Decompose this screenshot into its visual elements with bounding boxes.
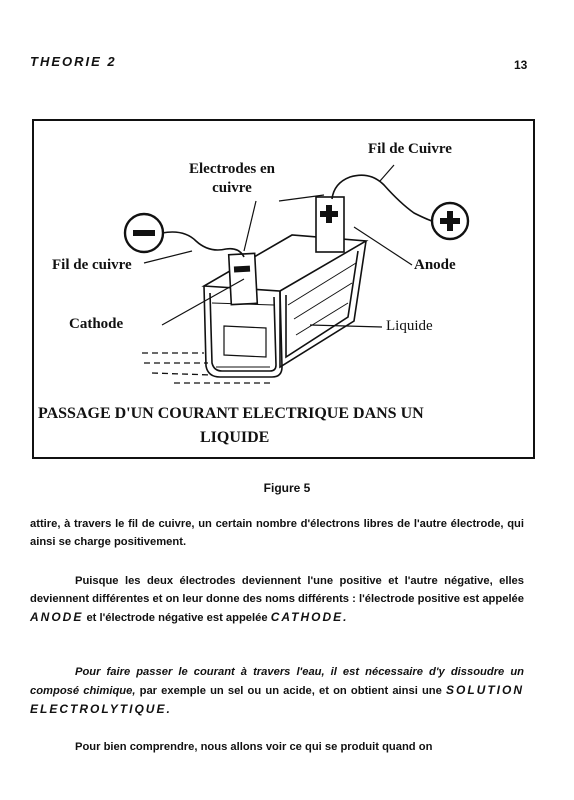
paragraph-3: Pour faire passer le courant à travers l… [30, 663, 524, 719]
term-anode: ANODE [30, 610, 84, 624]
label-electrodes-line1: Electrodes en [189, 161, 275, 177]
paragraph-4: Pour bien comprendre, nous allons voir c… [30, 738, 524, 756]
term-cathode: CATHODE. [270, 610, 349, 624]
figure-frame: Fil de Cuivre Electrodes en cuivre Fil d… [32, 119, 535, 459]
label-fil-cuivre-right: Fil de Cuivre [368, 141, 452, 157]
electrolysis-diagram [123, 164, 470, 384]
copper-wires [161, 174, 433, 258]
minus-terminal [123, 212, 165, 254]
figure-number: Figure 5 [263, 481, 311, 495]
pointer-lines [143, 164, 413, 328]
paragraph-3-text-a: Pour faire passer le courant à travers l… [30, 666, 524, 697]
paragraph-2: Puisque les deux électrodes deviennent l… [30, 572, 524, 627]
label-cathode: Cathode [69, 316, 124, 332]
figure-title: PASSAGE D'UN COURANT ELECTRIQUE DANS UN … [38, 402, 498, 450]
plus-terminal [430, 201, 470, 241]
anode-plate [315, 196, 345, 253]
paragraph-2-text-b: et l'électrode négative est appelée [83, 612, 271, 624]
paragraph-1: attire, à travers le fil de cuivre, un c… [30, 515, 524, 551]
label-anode: Anode [414, 257, 456, 273]
label-fil-cuivre-left: Fil de cuivre [52, 257, 132, 273]
dashed-shadow [142, 352, 274, 384]
paragraph-4-text: Pour bien comprendre, nous allons voir c… [75, 741, 433, 753]
label-liquide: Liquide [386, 318, 433, 334]
term-solution-electrolytique: SOLUTION ELECTROLYTIQUE. [30, 683, 524, 716]
label-electrodes-line2: cuivre [212, 180, 252, 196]
paragraph-3-text-b: par exemple un sel ou un acide, et on ob… [135, 685, 446, 697]
section-header: THEORIE 2 [30, 54, 117, 69]
figure-title-line2: LIQUIDE [200, 429, 270, 446]
paragraph-2-text-a: Puisque les deux électrodes deviennent l… [30, 575, 524, 605]
paragraph-1-text: attire, à travers le fil de cuivre, un c… [30, 518, 524, 548]
figure-title-line1: PASSAGE D'UN COURANT ELECTRIQUE DANS UN [38, 405, 424, 422]
label-electrodes: Electrodes en cuivre [189, 160, 275, 198]
page-number: 13 [514, 58, 528, 72]
